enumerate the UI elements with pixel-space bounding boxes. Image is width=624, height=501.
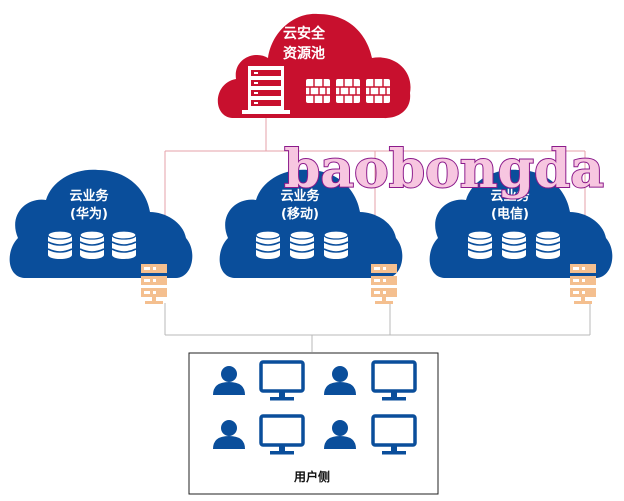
database-icon [323, 230, 349, 260]
security-pool-label-line1: 云安全 [283, 25, 326, 42]
database-icon [535, 230, 561, 260]
business-cloud-label-line2: (电信) [491, 206, 529, 222]
user-side-label: 用户侧 [293, 469, 330, 484]
database-icon [111, 230, 137, 260]
database-icon [289, 230, 315, 260]
firewall-icon [141, 264, 167, 304]
security-pool-label-line2: 资源池 [283, 45, 325, 62]
business-cloud-label-line1: 云业务 [490, 188, 530, 204]
business-cloud-label-line1: 云业务 [69, 188, 109, 204]
security-pool-cloud: 云安全 资源池 [217, 13, 411, 119]
database-icon [501, 230, 527, 260]
firewall-icon [365, 78, 391, 104]
firewall-icon [305, 78, 331, 104]
database-icon [467, 230, 493, 260]
firewall-icon [371, 264, 397, 304]
firewall-icon [335, 78, 361, 104]
business-cloud-mobile: 云业务 (移动) [219, 169, 403, 304]
database-icon [47, 230, 73, 260]
business-cloud-label-line2: (移动) [281, 206, 319, 222]
business-cloud-label-line2: (华为) [70, 206, 108, 222]
watermark-text: baobongda [284, 139, 604, 200]
database-icon [79, 230, 105, 260]
user-links [164, 303, 591, 352]
business-cloud-telecom: 云业务 (电信) [429, 169, 613, 304]
user-side-box: 用户侧 [188, 352, 439, 495]
business-cloud-huawei: 云业务 (华为) [9, 169, 193, 304]
business-cloud-label-line1: 云业务 [280, 188, 320, 204]
server-rack-icon [242, 66, 290, 114]
firewall-icon [570, 264, 596, 304]
database-icon [255, 230, 281, 260]
